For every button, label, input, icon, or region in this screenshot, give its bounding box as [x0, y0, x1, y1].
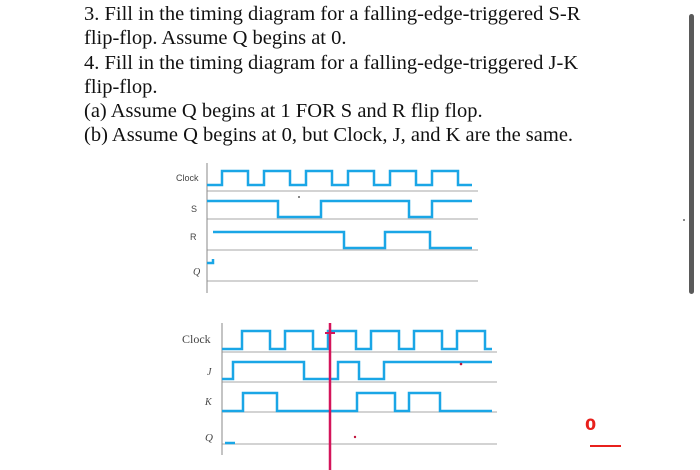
vertical-scrollbar[interactable]: [689, 14, 694, 294]
sr-q-label: Q: [193, 267, 201, 278]
jk-clock-label: Clock: [182, 332, 211, 346]
problem-line-3: 4. Fill in the timing diagram for a fall…: [84, 51, 579, 74]
sr-q-waveform: [207, 259, 215, 265]
jk-stray-dot-2: [353, 435, 357, 439]
jk-k-waveform: [222, 391, 492, 413]
jk-j-waveform: [222, 360, 492, 381]
jk-stray-dot-1: [459, 362, 463, 366]
sr-clock-label: Clock: [176, 173, 199, 183]
sr-r-waveform: [213, 230, 472, 250]
sr-timing-diagram: Clock S R Q: [176, 163, 478, 293]
sr-s-label: S: [191, 204, 197, 214]
edge-speck: [683, 219, 685, 221]
sr-r-label: R: [190, 232, 197, 242]
problem-text: 3. Fill in the timing diagram for a fall…: [84, 2, 674, 148]
jk-timing-diagram: Clock J K Q: [182, 323, 497, 455]
annotation-mark: 0: [585, 415, 596, 434]
sr-s-waveform: [207, 199, 472, 219]
jk-clock-waveform: [222, 329, 492, 351]
problem-line-6: (b) Assume Q begins at 0, but Clock, J, …: [84, 124, 574, 147]
sr-stray-dot: [298, 196, 300, 198]
problem-line-2: flip-flop. Assume Q begins at 0.: [84, 27, 347, 50]
problem-line-4: flip-flop.: [84, 75, 158, 98]
problem-line-5: (a) Assume Q begins at 1 FOR S and R fli…: [84, 100, 483, 123]
problem-line-1: 3. Fill in the timing diagram for a fall…: [84, 3, 581, 25]
jk-j-label: J: [207, 367, 212, 378]
jk-q-label: Q: [205, 432, 213, 444]
sr-clock-waveform: [207, 169, 472, 187]
jk-k-label: K: [204, 397, 213, 408]
